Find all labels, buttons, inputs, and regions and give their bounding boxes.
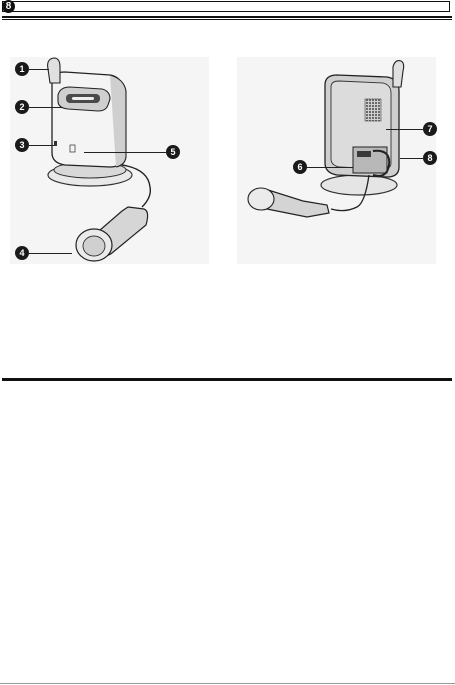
callout-8-leader: [400, 158, 423, 159]
header-rule-bottom: [2, 19, 452, 20]
antenna: [48, 58, 60, 83]
speaker-grille: [365, 99, 381, 121]
antenna-back: [393, 61, 404, 87]
footer-rule: [0, 683, 455, 684]
section-divider: [2, 378, 452, 381]
callout-1-leader: [29, 69, 49, 70]
callout-8: 8: [423, 151, 437, 165]
header-rule-top: [2, 16, 452, 18]
callout-3: 3: [15, 138, 29, 152]
callout-5-leader: [84, 152, 166, 153]
callout-2-leader: [29, 107, 63, 108]
callout-7-leader: [386, 129, 423, 130]
callout-4-leader: [29, 253, 72, 254]
callout-1: 1: [15, 62, 29, 76]
back-view-illustration: [237, 57, 436, 264]
page-number-badge: 8: [2, 0, 15, 13]
callout-7: 7: [423, 122, 437, 136]
header-bar: 8: [2, 1, 450, 12]
base-stand-back: [321, 175, 397, 195]
callout-5: 5: [166, 145, 180, 159]
callout-3-leader: [29, 145, 54, 146]
callout-2: 2: [15, 100, 29, 114]
front-view-illustration: [10, 57, 209, 264]
callout-6: 6: [293, 160, 307, 174]
callout-6-leader: [307, 167, 353, 168]
callout-4: 4: [15, 246, 29, 260]
indicator: [54, 141, 57, 146]
